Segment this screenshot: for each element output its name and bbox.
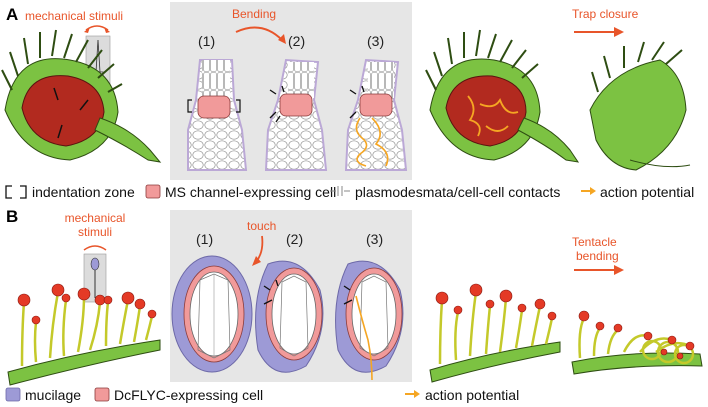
action-potential-spread-trap — [467, 95, 519, 137]
panel-b: B mechanical stimuli — [5, 207, 703, 403]
sundew-leaf-stimulated — [429, 283, 561, 383]
tentacle-bending-label-line1: Tentacle — [572, 235, 617, 249]
action-potential-spread-b — [355, 295, 373, 381]
gland-head-3 — [335, 260, 404, 381]
legend-dcflyc-cell: DcFLYC-expressing cell — [114, 387, 263, 403]
mucilage-swatch — [5, 387, 21, 402]
panel-b-letter: B — [6, 207, 18, 226]
panel-a-letter: A — [6, 5, 18, 24]
action-potential-spread-a — [355, 117, 389, 167]
trigger-hair-section-1 — [187, 59, 248, 171]
indentation-zone-icon — [5, 185, 27, 199]
gland-head-2 — [255, 260, 324, 373]
trigger-hair-section-2 — [264, 58, 328, 171]
touch-arrowhead-icon — [252, 256, 261, 266]
legend-indentation-zone: indentation zone — [32, 184, 135, 200]
action-potential-arrowhead-b — [414, 390, 420, 398]
step-label-b-3: (3) — [366, 231, 383, 247]
mechanical-stimuli-label: mechanical stimuli — [25, 9, 123, 23]
trigger-hair-section-3 — [344, 58, 408, 171]
sundew-leaf — [7, 283, 161, 386]
step-label-b-2: (2) — [286, 231, 303, 247]
gland-head-1 — [171, 255, 253, 373]
sundew-leaf-bent — [571, 310, 703, 375]
legend-plasmodesmata: plasmodesmata/cell-cell contacts — [355, 184, 560, 200]
dcflyc-swatch — [94, 387, 110, 402]
step-label-3: (3) — [367, 33, 384, 49]
step-label-b-1: (1) — [196, 231, 213, 247]
trap-closure-arrowhead-icon — [614, 27, 624, 37]
ms-channel-swatch — [145, 184, 161, 199]
trap-closure-label: Trap closure — [572, 7, 639, 21]
tentacle-inset-icon — [90, 257, 100, 298]
legend-mucilage: mucilage — [25, 387, 81, 403]
tentacle-bending-arrowhead-icon — [614, 265, 624, 275]
bending-label: Bending — [232, 7, 276, 21]
legend-ms-channel-cell: MS channel-expressing cell — [165, 184, 336, 200]
plasmodesmata-icon — [330, 186, 350, 196]
legend-action-potential-a: action potential — [600, 184, 694, 200]
mechanical-stimuli-label-b-line1: mechanical — [65, 211, 126, 225]
step-label-2: (2) — [288, 33, 305, 49]
step-label-1: (1) — [198, 33, 215, 49]
touch-label: touch — [247, 219, 276, 233]
venus-flytrap-stimulated — [425, 29, 580, 163]
mechanical-stimuli-label-b-line2: stimuli — [78, 225, 112, 239]
legend-action-potential-b: action potential — [425, 387, 519, 403]
stimulus-arrow-icon-b — [83, 245, 107, 251]
venus-flytrap-closed — [589, 41, 691, 171]
bending-arrow-icon — [235, 26, 283, 41]
panel-a: A mechanical stimuli — [1, 2, 694, 200]
venus-flytrap-open — [1, 29, 162, 163]
tentacle-bending-label-line2: bending — [576, 249, 619, 263]
action-potential-arrowhead-a — [590, 187, 596, 195]
stimulus-arrow-icon — [84, 25, 110, 33]
legend-a: indentation zone MS channel-expressing c… — [5, 184, 694, 200]
legend-b: mucilage DcFLYC-expressing cell action p… — [5, 387, 519, 403]
bending-arrowhead-icon — [278, 34, 286, 44]
